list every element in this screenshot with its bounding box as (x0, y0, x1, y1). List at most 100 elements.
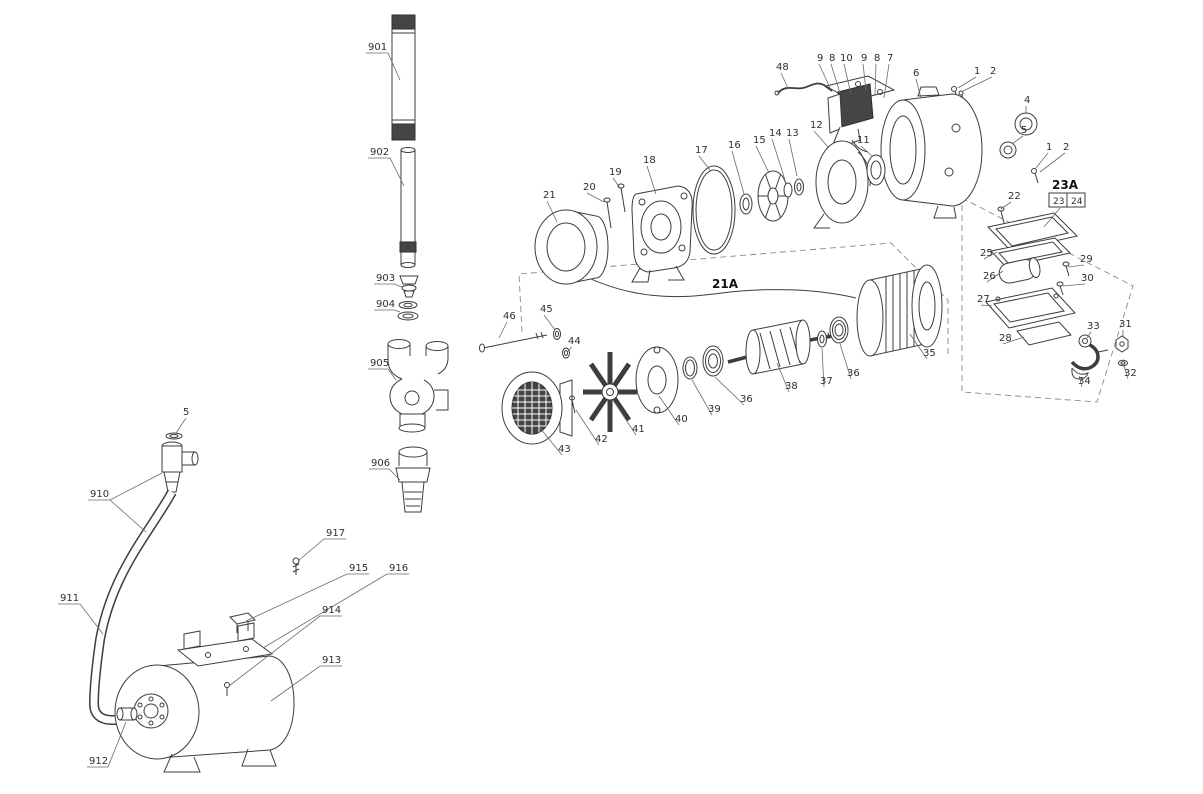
leader-line-23A-41-0 (1043, 207, 1061, 228)
part-label-36: 36 (740, 394, 753, 405)
part-35-stator (856, 264, 943, 357)
part-label-8: 8 (874, 53, 880, 64)
part-label-45: 45 (540, 304, 553, 315)
part-12-diffuser (813, 140, 871, 229)
leader-line-44-62-0 (566, 346, 573, 353)
part-label-29: 29 (1080, 254, 1093, 265)
leader-line-36-56-0 (714, 376, 745, 406)
leader-line-45-63-0 (543, 314, 556, 331)
part-34-clamp (1071, 367, 1089, 380)
part-label-48: 48 (776, 62, 789, 73)
part-23-24-terminal-cover (987, 212, 1078, 252)
part-11-seal (866, 154, 886, 186)
leader-line-30-45-0 (1062, 283, 1086, 287)
part-36-bearing-front (702, 345, 724, 377)
part-label-903: 903 (376, 273, 395, 284)
dashed-box-21a (518, 242, 949, 354)
part-label-39: 39 (708, 404, 721, 415)
part-label-37: 37 (820, 376, 833, 387)
part-37-washer (817, 330, 827, 348)
leader-line-6-22-0 (915, 78, 922, 99)
part-label-36: 36 (847, 368, 860, 379)
part-22-screw (997, 206, 1005, 224)
part-903-foot-valve (399, 275, 419, 298)
leader-line-21-39-0 (546, 200, 558, 223)
part-label-40: 40 (675, 414, 688, 425)
leader-line-906-5-0 (369, 468, 401, 481)
part-6-pump-casing (880, 86, 983, 219)
part-label-12: 12 (810, 120, 823, 131)
part-17-oring (692, 165, 736, 255)
box-label-cell-23: 23 (1053, 197, 1064, 207)
part-label-20: 20 (583, 182, 596, 193)
leader-line-38-55-0 (776, 362, 790, 393)
part-label-33: 33 (1087, 321, 1100, 332)
part-label-912: 912 (89, 756, 108, 767)
leader-line-14-32-0 (771, 138, 786, 181)
leader-line-5-6-0 (175, 417, 187, 434)
part-5-ring-left (165, 432, 183, 440)
leader-line-11-29-0 (860, 145, 873, 157)
part-46-bolt (479, 331, 548, 353)
leader-line-901-0-0 (366, 52, 401, 81)
leader-line-17-35-0 (698, 155, 711, 171)
leader-line-19-37-0 (612, 177, 621, 189)
leader-line-29-44-0 (1067, 264, 1085, 268)
part-label-21: 21 (543, 190, 556, 201)
part-label-18: 18 (643, 155, 656, 166)
leader-line-35-52-0 (909, 333, 928, 360)
part-914-screw (224, 682, 230, 696)
part-label-25: 25 (980, 248, 993, 259)
part-label-32: 32 (1124, 368, 1137, 379)
part-label-21A: 21A (712, 277, 739, 291)
part-915-block (229, 612, 256, 633)
leader-line-39-57-0 (691, 379, 713, 416)
part-label-42: 42 (595, 434, 608, 445)
part-label-915: 915 (349, 563, 368, 574)
part-label-31: 31 (1119, 319, 1132, 330)
part-16-sleeve (739, 193, 753, 215)
part-label-8: 8 (829, 53, 835, 64)
leader-line-904-3-0 (374, 309, 401, 313)
part-42-screw (569, 395, 576, 414)
part-917-screw (292, 557, 300, 575)
leader-line-37-54-0 (821, 347, 825, 388)
leader-line-34-51-0 (1078, 375, 1083, 388)
part-label-2: 2 (990, 66, 996, 77)
leader-line-9-19-0 (862, 63, 867, 91)
part-label-913: 913 (322, 655, 341, 666)
leader-line-32-50-0 (1123, 365, 1129, 380)
tank-flange (133, 693, 169, 729)
leader-line-5-26-0 (1011, 135, 1024, 145)
part-label-904: 904 (376, 299, 395, 310)
part-28-gasket (1016, 321, 1072, 346)
part-911-hose (88, 489, 177, 725)
leader-line-46-64-0 (498, 321, 508, 339)
leader-line-13-31-0 (788, 138, 798, 177)
leader-line-12-30-0 (813, 130, 829, 148)
part-label-5: 5 (183, 407, 189, 418)
part-label-9: 9 (817, 53, 823, 64)
part-label-30: 30 (1081, 273, 1094, 284)
part-27-terminal-base (985, 287, 1076, 329)
part-21-cover (534, 209, 609, 285)
leader-line-18-36-0 (646, 165, 657, 195)
part-label-9: 9 (861, 53, 867, 64)
part-label-905: 905 (370, 358, 389, 369)
part-31-nut (1115, 335, 1129, 353)
part-label-11: 11 (857, 135, 870, 146)
part-18-bracket (631, 185, 693, 283)
part-48-cable (774, 82, 833, 96)
box-label-23-24: 23 24 (1048, 192, 1086, 208)
part-32-washer (1118, 359, 1128, 367)
leader-line-16-34-0 (731, 150, 745, 195)
leader-line-42-60-0 (575, 409, 600, 446)
part-4-cap (1014, 112, 1038, 136)
part-902-pipe (399, 147, 417, 268)
leader-line-8-20-0 (874, 63, 877, 96)
part-label-27: 27 (977, 294, 990, 305)
leader-line-43-61-0 (539, 427, 563, 456)
part-label-911: 911 (60, 593, 79, 604)
